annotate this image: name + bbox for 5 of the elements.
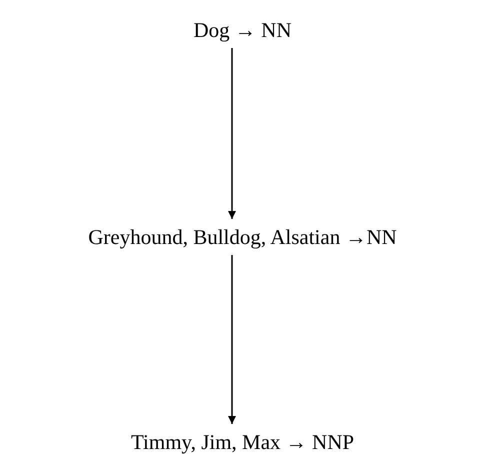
arrow	[228, 255, 236, 424]
term-label: Dog → NN	[194, 18, 292, 42]
term-label: Greyhound, Bulldog, Alsatian →NN	[88, 225, 397, 249]
term-label: Timmy, Jim, Max → NNP	[130, 430, 354, 454]
arrow	[228, 48, 236, 219]
